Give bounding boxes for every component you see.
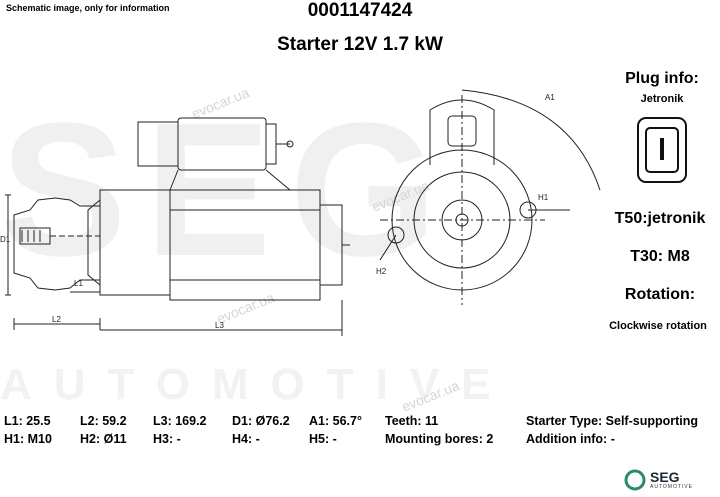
t30-info: T30: M8 <box>630 248 690 265</box>
label-l2: L2 <box>52 315 61 324</box>
product-title: Starter 12V 1.7 kW <box>277 34 443 55</box>
label-l1: L1 <box>74 279 83 288</box>
spec-h4: H4: - <box>232 432 260 446</box>
spec-d1: D1: Ø76.2 <box>232 414 290 428</box>
label-l3: L3 <box>215 321 224 330</box>
spec-h1: H1: M10 <box>4 432 52 446</box>
spec-teeth: Teeth: 11 <box>385 414 439 428</box>
spec-a1: A1: 56.7° <box>309 414 362 428</box>
spec-h2: H2: Ø11 <box>80 432 127 446</box>
label-h2: H2 <box>376 267 387 276</box>
rotation-value: Clockwise rotation <box>609 320 707 332</box>
seg-ring-icon <box>624 469 646 491</box>
spec-mounting-bores: Mounting bores: 2 <box>385 432 494 446</box>
spec-l1: L1: 25.5 <box>4 414 51 428</box>
spec-addition-info: Addition info: - <box>526 432 615 446</box>
rotation-title: Rotation: <box>624 286 696 303</box>
starter-drawing: D1 L1 L2 L3 A1 H1 H2 <box>0 89 601 336</box>
plug-info-title: Plug info: <box>625 70 699 87</box>
spec-h5: H5: - <box>309 432 337 446</box>
label-d1: D1 <box>0 235 11 244</box>
plug-connector-icon <box>637 117 687 183</box>
watermark-automotive: AUTOMOTIVE <box>0 360 513 409</box>
spec-starter-type: Starter Type: Self-supporting <box>526 414 699 428</box>
spec-h3: H3: - <box>153 432 181 446</box>
label-a1: A1 <box>545 93 555 102</box>
part-number: 0001147424 <box>307 0 413 21</box>
schematic-note: Schematic image, only for information <box>6 3 170 13</box>
seg-sub: AUTOMOTIVE <box>650 484 693 490</box>
label-h1: H1 <box>538 193 549 202</box>
plug-name: Jetronik <box>640 93 684 105</box>
seg-logo: SEG AUTOMOTIVE <box>624 469 693 491</box>
t50-info: T50:jetronik <box>614 210 706 227</box>
seg-brand: SEG <box>650 469 680 485</box>
spec-l2: L2: 59.2 <box>80 414 127 428</box>
spec-l3: L3: 169.2 <box>153 414 207 428</box>
